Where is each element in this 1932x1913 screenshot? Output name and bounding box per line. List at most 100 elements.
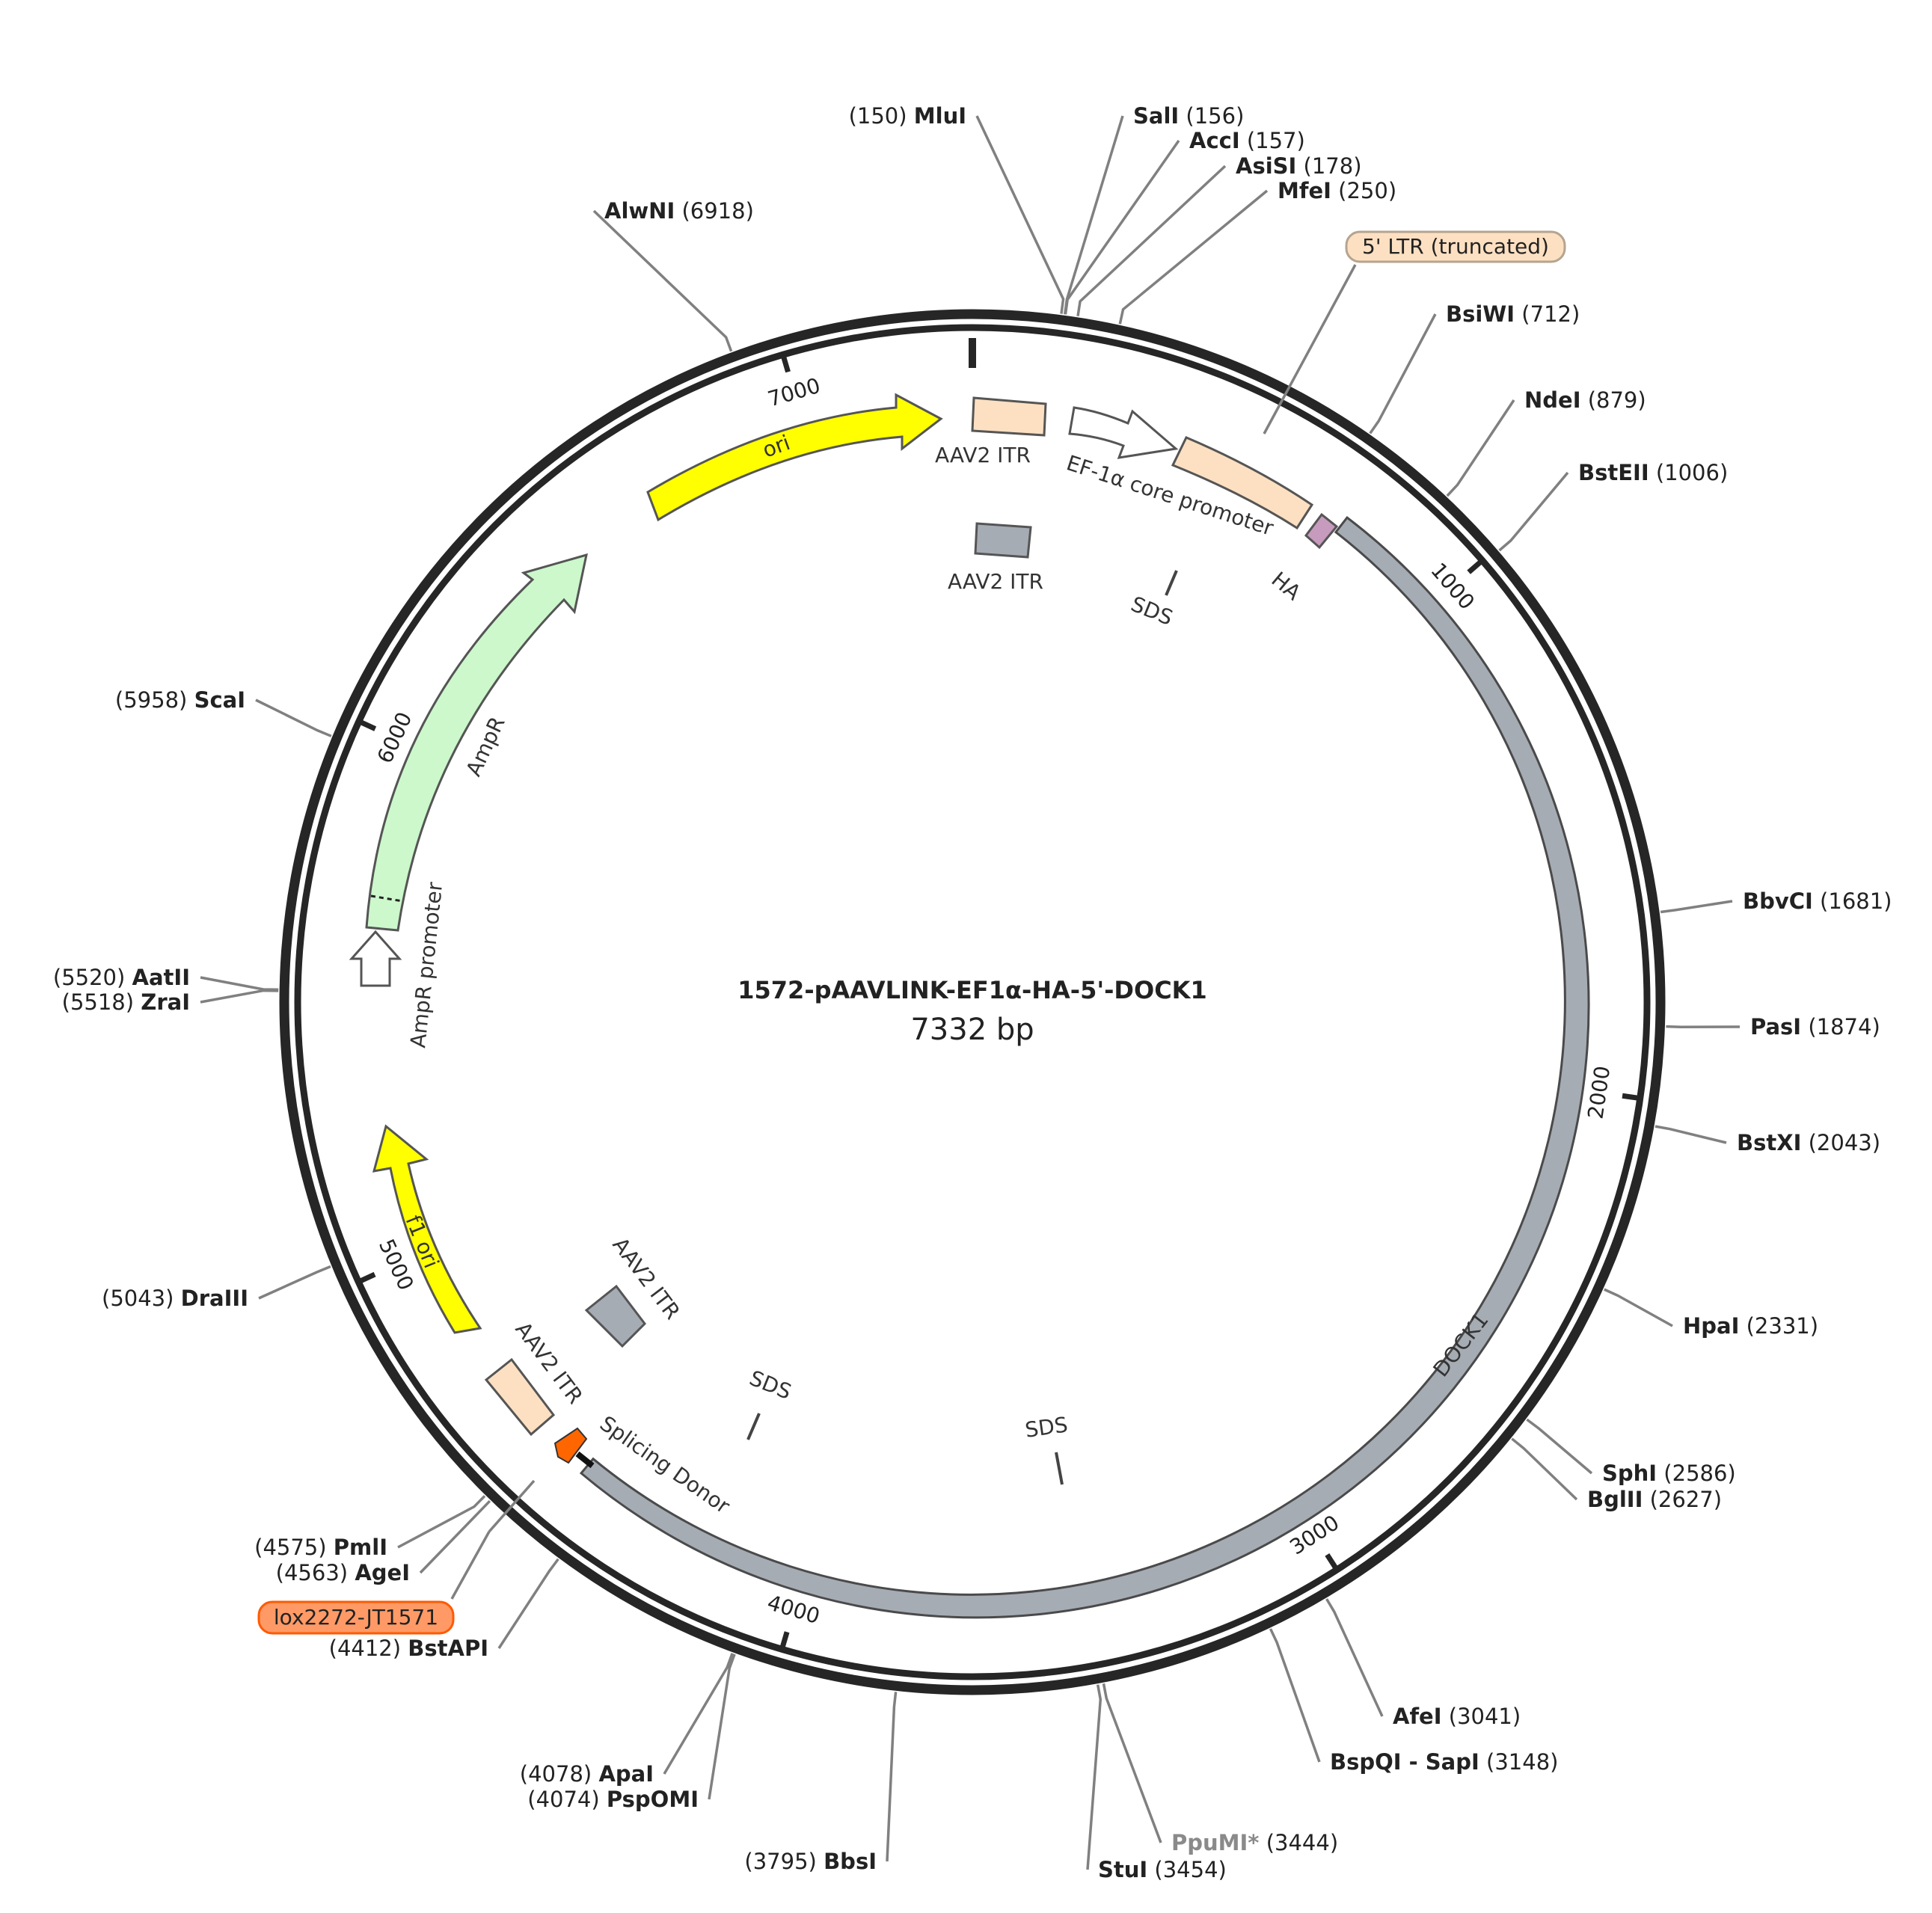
site-name-acci: AccI xyxy=(1189,128,1240,153)
site-leader-afei xyxy=(1325,1598,1384,1717)
feature-label-ha: HA xyxy=(1267,567,1306,605)
site-pos-acci: (157) xyxy=(1240,128,1305,153)
site-leader-alwni xyxy=(592,209,733,352)
site-stui[interactable]: StuI (3454) xyxy=(1086,1684,1227,1882)
site-name-mlui: MluI xyxy=(914,103,966,129)
feature-sds-top[interactable] xyxy=(1165,570,1178,596)
site-label-bspqi-sapi: BspQI - SapI (3148) xyxy=(1330,1749,1558,1775)
site-bbvci[interactable]: BbvCI (1681) xyxy=(1660,888,1892,914)
site-leader-draiii xyxy=(258,1265,331,1300)
site-pos-sali: (156) xyxy=(1179,103,1244,129)
feature-sds-bottom[interactable] xyxy=(1055,1452,1064,1485)
site-acci[interactable]: AccI (157) xyxy=(1064,128,1305,315)
site-label-ppumi: PpuMI* (3444) xyxy=(1171,1830,1338,1855)
feature-ori[interactable] xyxy=(646,393,943,522)
site-asisi[interactable]: AsiSI (178) xyxy=(1076,153,1362,317)
feature-label-splicing-donor: Splicing Donor xyxy=(595,1411,735,1519)
feature-aav2-itr-bottom[interactable] xyxy=(484,1357,556,1437)
site-afei[interactable]: AfeI (3041) xyxy=(1325,1598,1521,1729)
feature-ha[interactable] xyxy=(1304,512,1339,550)
site-name-bbvci: BbvCI xyxy=(1743,888,1813,914)
site-pos-hpai: (2331) xyxy=(1739,1313,1818,1339)
feature-aav2-itr-inner-top[interactable] xyxy=(974,522,1032,559)
site-leader-pasi xyxy=(1666,1025,1741,1029)
feature-ampr-divider xyxy=(370,894,403,903)
site-aatii[interactable]: (5520) AatII xyxy=(53,965,279,992)
tick-mark-5000 xyxy=(360,1271,376,1283)
site-pos-bsteii: (1006) xyxy=(1649,460,1729,485)
site-label-sali: SalI (156) xyxy=(1133,103,1244,129)
site-bbsi[interactable]: (3795) BbsI xyxy=(744,1692,898,1874)
site-pos-bspqi-sapi: (3148) xyxy=(1479,1749,1559,1775)
site-pmli[interactable]: (4575) PmlI xyxy=(254,1495,486,1560)
site-label-zrai: (5518) ZraI xyxy=(62,989,190,1015)
site-label-bstapi: (4412) BstAPI xyxy=(329,1636,488,1661)
site-alwni[interactable]: AlwNI (6918) xyxy=(592,198,754,352)
feature-label-sds-bottom-left: SDS xyxy=(746,1366,794,1404)
feature-aav2-itr-inner-bottom[interactable] xyxy=(584,1284,646,1348)
site-label-bstxi: BstXI (2043) xyxy=(1737,1130,1880,1155)
feature-ampr-promoter[interactable] xyxy=(349,930,402,987)
site-draiii[interactable]: (5043) DraIII xyxy=(102,1265,331,1311)
site-bstxi[interactable]: BstXI (2043) xyxy=(1655,1125,1880,1155)
site-leader-bsiwi xyxy=(1369,313,1437,435)
feature-f1-ori[interactable] xyxy=(372,1124,482,1334)
site-pos-apai: (4078) xyxy=(520,1761,599,1787)
site-bstapi[interactable]: (4412) BstAPI xyxy=(329,1558,559,1661)
site-label-sphi: SphI (2586) xyxy=(1602,1461,1736,1486)
feature-ampr[interactable] xyxy=(365,553,588,932)
feature-sds-bottom-left[interactable] xyxy=(746,1413,761,1440)
feature-dock1[interactable] xyxy=(579,516,1590,1619)
site-name-bspqi-sapi: BspQI - SapI xyxy=(1330,1749,1479,1775)
site-zrai[interactable]: (5518) ZraI xyxy=(62,989,279,1015)
feature-ef1a-box[interactable] xyxy=(1171,436,1314,530)
site-bglii[interactable]: BglII (2627) xyxy=(1511,1437,1722,1512)
site-label-bbsi: (3795) BbsI xyxy=(744,1849,877,1874)
site-mfei[interactable]: MfeI (250) xyxy=(1118,178,1396,325)
site-label-scai: (5958) ScaI xyxy=(115,687,245,713)
site-apai[interactable]: (4078) ApaI xyxy=(520,1653,734,1787)
site-label-bbvci: BbvCI (1681) xyxy=(1743,888,1892,914)
feature-aav2-itr-top[interactable] xyxy=(971,396,1047,437)
site-name-aatii: AatII xyxy=(132,965,190,990)
site-name-bbsi: BbsI xyxy=(824,1849,877,1874)
site-leader-sphi xyxy=(1526,1418,1593,1475)
feature-label-sds-bottom: SDS xyxy=(1023,1412,1069,1443)
feature-splicing-donor[interactable] xyxy=(553,1427,588,1464)
site-leader-stui xyxy=(1086,1684,1103,1870)
site-label-pasi: PasI (1874) xyxy=(1750,1014,1880,1040)
callout-5ltr-box[interactable] xyxy=(1345,230,1566,263)
callout-5ltr-label: 5' LTR (truncated) xyxy=(1362,234,1549,259)
site-pspomi[interactable]: (4074) PspOMI xyxy=(527,1653,736,1812)
site-pos-ppumi: (3444) xyxy=(1259,1830,1338,1855)
site-agei[interactable]: (4563) AgeI xyxy=(276,1499,491,1585)
site-ndei[interactable]: NdeI (879) xyxy=(1446,387,1646,497)
site-leader-asisi xyxy=(1076,165,1227,317)
site-bsiwi[interactable]: BsiWI (712) xyxy=(1369,301,1580,435)
callout-lox2272-box[interactable] xyxy=(257,1600,455,1635)
site-name-afei: AfeI xyxy=(1393,1704,1442,1729)
site-name-ndei: NdeI xyxy=(1524,387,1581,413)
plasmid-length: 7332 bp xyxy=(910,1013,1034,1047)
tick-label-7000: 7000 xyxy=(765,373,824,412)
site-hpai[interactable]: HpaI (2331) xyxy=(1604,1288,1818,1339)
tick-mark-2000 xyxy=(1622,1093,1638,1101)
site-leader-hpai xyxy=(1604,1288,1673,1327)
site-bspqi-sapi[interactable]: BspQI - SapI (3148) xyxy=(1269,1628,1559,1775)
site-name-sali: SalI xyxy=(1133,103,1179,129)
feature-ef1a-promoter[interactable] xyxy=(1068,406,1179,459)
site-pos-afei: (3041) xyxy=(1442,1704,1521,1729)
site-label-alwni: AlwNI (6918) xyxy=(604,198,754,224)
site-name-hpai: HpaI xyxy=(1683,1313,1739,1339)
site-name-bsiwi: BsiWI xyxy=(1446,301,1515,327)
site-pos-alwni: (6918) xyxy=(675,198,754,224)
site-leader-aatii xyxy=(200,976,279,992)
site-leader-bsteii xyxy=(1498,471,1569,552)
site-ppumi[interactable]: PpuMI* (3444) xyxy=(1102,1683,1338,1855)
site-scai[interactable]: (5958) ScaI xyxy=(115,687,332,737)
site-mlui[interactable]: (150) MluI xyxy=(849,103,1065,314)
site-name-bglii: BglII xyxy=(1587,1487,1643,1512)
site-pasi[interactable]: PasI (1874) xyxy=(1666,1014,1880,1040)
site-sphi[interactable]: SphI (2586) xyxy=(1526,1418,1736,1486)
site-bsteii[interactable]: BstEII (1006) xyxy=(1498,460,1729,552)
